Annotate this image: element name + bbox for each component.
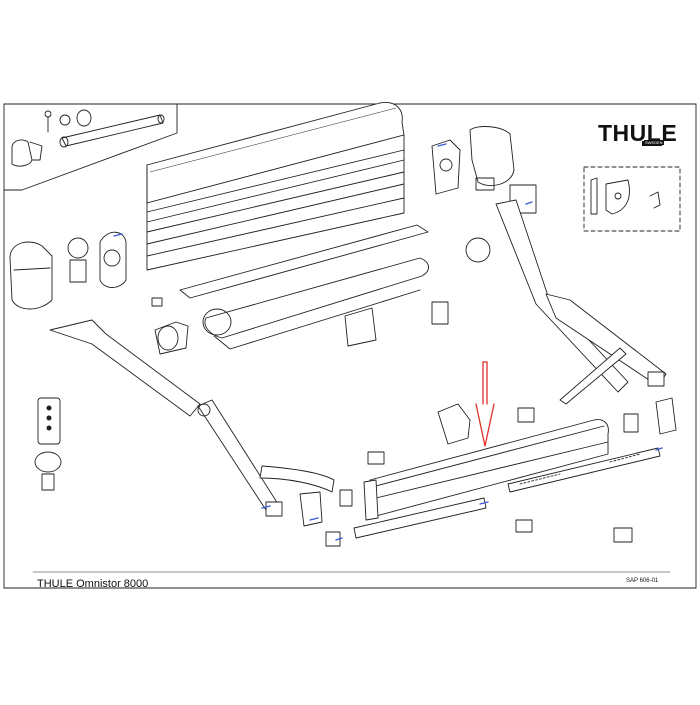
crank-handle-icon — [34, 451, 62, 491]
red-indicator-arrow — [475, 361, 495, 447]
right-support-arm — [495, 199, 667, 405]
brand-logo-subtext: SWEDEN — [644, 140, 664, 145]
fabric-and-roller — [179, 224, 429, 350]
small-loose-parts — [299, 397, 677, 547]
diagram-caption: THULE Omnistor 8000 — [37, 578, 149, 590]
highlight-marks — [113, 143, 663, 541]
inset-roller-tube — [3, 103, 178, 191]
inset-bracket-parts — [583, 166, 681, 232]
awning-cassette — [146, 102, 405, 271]
remote-control-icon — [37, 397, 61, 445]
right-end-parts — [344, 126, 537, 347]
left-support-arm — [49, 319, 335, 517]
tension-rails — [353, 447, 661, 539]
left-end-parts — [9, 231, 189, 355]
drawing-frame — [3, 103, 697, 589]
brand-logo-text: THULE — [598, 120, 678, 146]
front-lead-rail — [363, 419, 609, 521]
drawing-code: SAP 606-01 — [626, 578, 659, 584]
